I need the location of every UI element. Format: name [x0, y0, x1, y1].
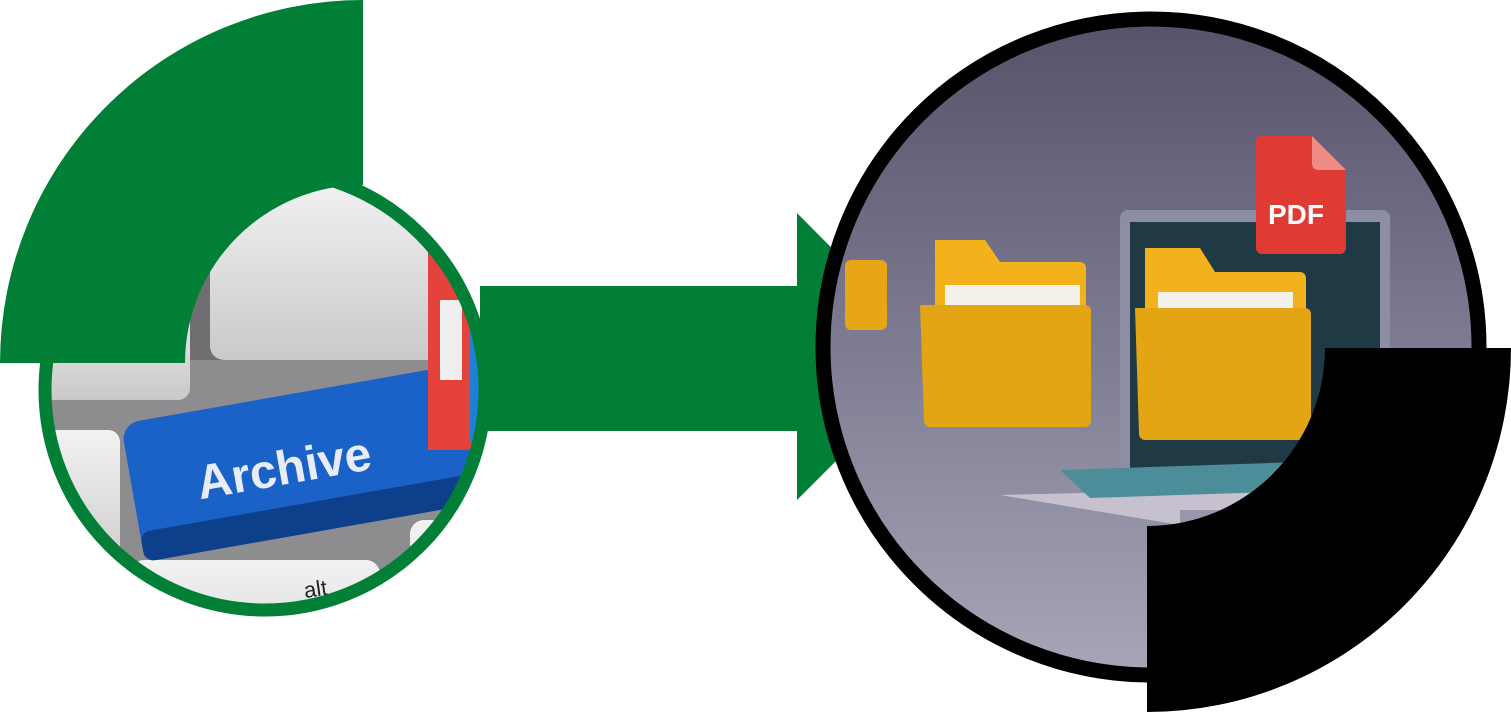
folder-icon	[1135, 248, 1311, 440]
folder-icon	[845, 240, 1091, 427]
keyboard-key	[410, 520, 483, 608]
black-quarter-arc	[1147, 348, 1511, 712]
green-quarter-arc	[0, 0, 363, 363]
pdf-file-icon: PDF	[1256, 135, 1346, 254]
pdf-label: PDF	[1268, 199, 1324, 230]
partial-key-label: tion	[296, 674, 348, 713]
